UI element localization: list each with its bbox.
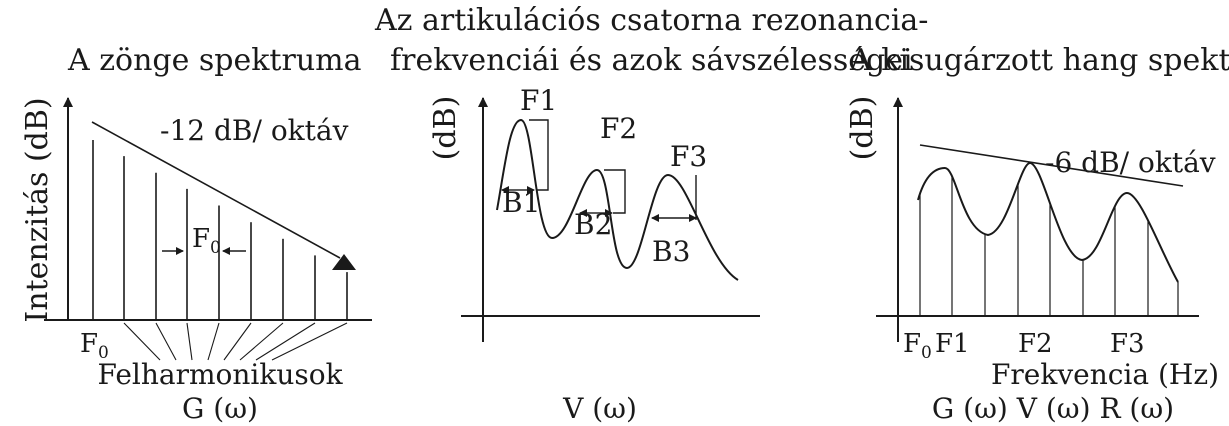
formant-label-f1: F1: [520, 84, 557, 117]
glottal-spectrum-panel: A zönge spektruma Intenzitás (dB) -12 dB…: [20, 43, 372, 425]
fan-line-4: [207, 322, 220, 361]
glottal-function-label: G (ω): [182, 392, 258, 425]
bandwidth-label-b3: B3: [652, 235, 690, 268]
radiated-tick-f3: F3: [1110, 329, 1145, 359]
harmonics-label: Felharmonikusok: [97, 358, 343, 391]
radiated-slope-label: -6 dB/ oktáv: [1045, 146, 1216, 179]
radiated-panel-title: A kisugárzott hang spektruma: [849, 43, 1229, 78]
radiated-tick-f2: F2: [1018, 329, 1053, 359]
glottal-slope-label: -12 dB/ oktáv: [160, 114, 349, 147]
fan-line-3: [186, 322, 193, 361]
fan-line-7: [255, 322, 316, 361]
fan-line-5: [223, 322, 252, 361]
vocal-tract-title-line2: frekvenciái és azok sávszélességei: [390, 43, 913, 78]
fan-line-1: [123, 322, 161, 361]
fan-line-8: [271, 322, 348, 361]
glottal-slope-line: [91, 121, 341, 259]
slope-end-triangle: [332, 254, 356, 270]
radiated-slope-line: [919, 144, 1184, 187]
fan-line-2: [155, 322, 177, 361]
fan-line-6: [239, 322, 284, 361]
radiated-tick-f1: F1: [935, 329, 970, 359]
bandwidth-label-b2: B2: [574, 208, 612, 241]
bandwidth-label-b1: B1: [502, 186, 540, 219]
interval-label: F0: [192, 224, 221, 258]
radiated-tick-f0: F0: [903, 329, 932, 363]
radiated-spectrum-panel: A kisugárzott hang spektruma (dB) -6 dB/…: [845, 43, 1229, 425]
radiated-x-axis-label: Frekvencia (Hz): [991, 358, 1219, 391]
harmonics-fan-lines: [123, 322, 348, 361]
glottal-panel-title: A zönge spektruma: [67, 43, 362, 78]
f1-amplitude-bracket: [529, 119, 549, 191]
f2-amplitude-bracket: [604, 169, 626, 214]
radiated-harmonic-lines: [919, 176, 1179, 316]
vocal-tract-curve: [496, 118, 739, 281]
glottal-y-axis-label: Intenzitás (dB): [20, 97, 55, 322]
glottal-f0-label: F0: [80, 329, 109, 363]
vocal-tract-panel: Az artikulációs csatorna rezonancia- fre…: [374, 3, 928, 425]
radiated-envelope-curve: [917, 161, 1179, 283]
formant-label-f2: F2: [600, 112, 637, 145]
vocal-tract-title-line1: Az artikulációs csatorna rezonancia-: [374, 3, 928, 38]
radiated-function-label: G (ω) V (ω) R (ω): [932, 392, 1174, 425]
harmonic-lines: [92, 140, 348, 320]
vocal-tract-y-axis-label: (dB): [428, 96, 463, 161]
radiated-y-axis-label: (dB): [845, 96, 880, 161]
vocal-tract-function-label: V (ω): [562, 392, 637, 425]
formant-label-f3: F3: [670, 140, 707, 173]
